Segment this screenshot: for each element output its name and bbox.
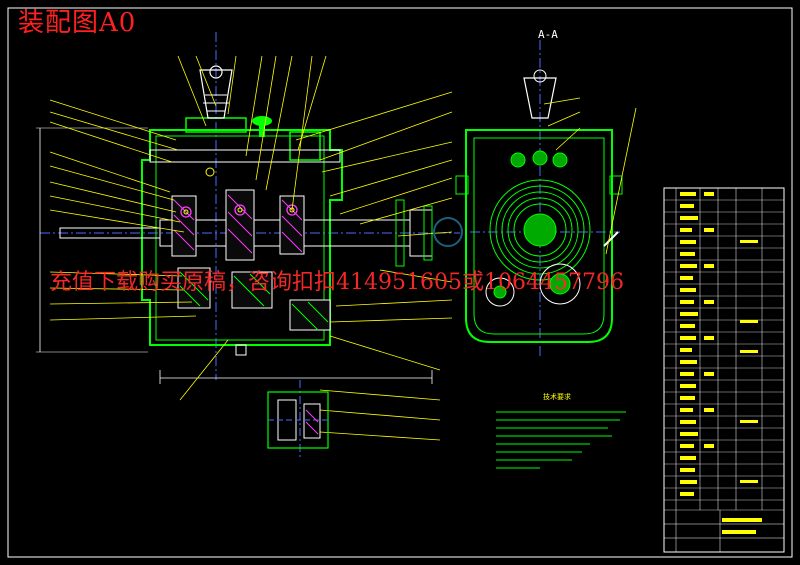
section-leader-lines (543, 97, 637, 255)
drawing-border (7, 7, 793, 558)
parts-list-table (663, 187, 785, 553)
technical-notes-block (496, 411, 626, 469)
drawing-title: 装配图A0 (18, 8, 137, 38)
part-leader-lines (49, 55, 453, 441)
watermark-text: 充值下载购买原稿，咨询扣扣414951605或1064457796 (50, 270, 624, 295)
tech-requirements-title: 技术要求 (543, 393, 571, 401)
section-view-label: A-A (538, 28, 558, 41)
detail-view (267, 380, 329, 460)
section-a-a-view (433, 40, 623, 356)
main-sectional-view (36, 32, 460, 384)
